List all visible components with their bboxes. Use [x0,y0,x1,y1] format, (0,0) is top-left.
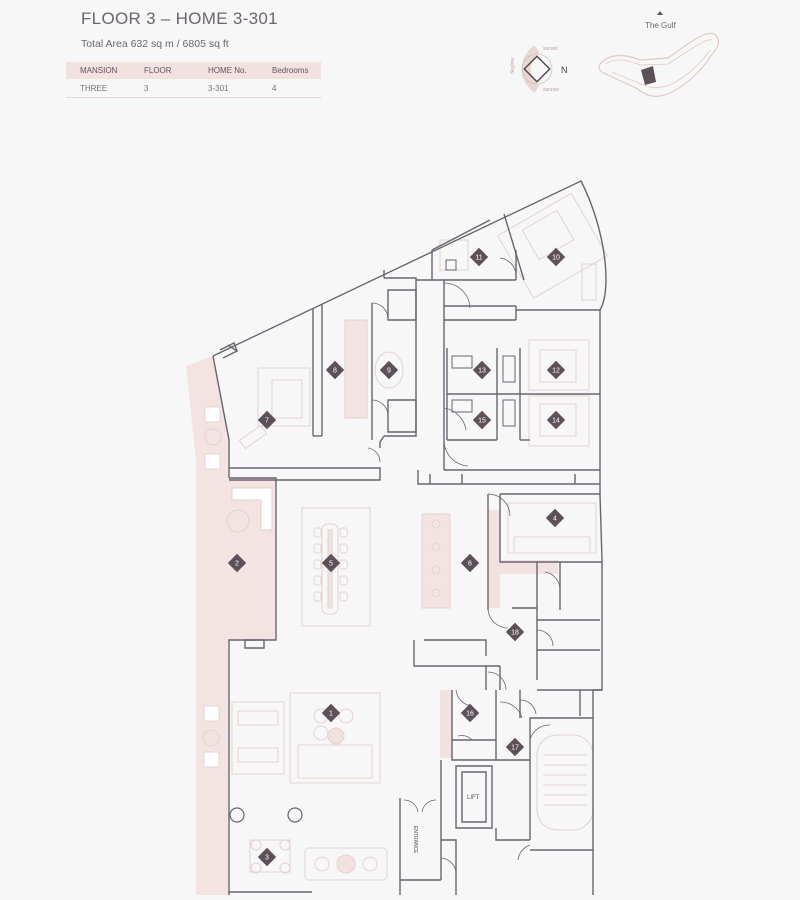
table-cell-floor: 3 [144,79,208,98]
total-area: Total Area 632 sq m / 6805 sq ft [81,38,229,50]
room-marker-number: 2 [235,561,239,568]
room-marker-diamond [257,410,277,430]
home-info-table: MANSION FLOOR HOME No. Bedrooms THREE 3 … [66,62,321,98]
key-plan: The Gulf [598,11,720,97]
room-marker-17: 17 [505,737,525,757]
table-cell-home-no: 3-301 [208,79,272,98]
room-marker-diamond [546,360,566,380]
column-header: FLOOR [144,62,208,79]
room-marker-diamond [257,847,277,867]
room-marker-number: 15 [478,418,486,425]
room-marker-6: 6 [460,553,480,573]
room-marker-11: 11 [469,247,489,267]
keyplan-highlight [641,66,656,85]
column-header: Bedrooms [272,62,321,79]
sunrise-label: sunrise [543,87,559,93]
room-marker-3: 3 [257,847,277,867]
table-cell-mansion: THREE [66,79,144,98]
page-title: FLOOR 3 – HOME 3-301 [81,9,278,28]
room-marker-4: 4 [545,508,565,528]
room-marker-number: 14 [552,418,560,425]
room-marker-diamond [546,410,566,430]
north-label: N [561,65,568,75]
room-marker-number: 8 [333,368,337,375]
room-marker-18: 18 [505,622,525,642]
room-marker-9: 9 [379,360,399,380]
room-marker-14: 14 [546,410,566,430]
keyplan-inner [611,49,711,88]
room-marker-diamond [325,360,345,380]
room-marker-7: 7 [257,410,277,430]
bath-fixtures [445,259,516,427]
gulf-label: The Gulf [645,21,676,30]
room-marker-diamond [460,553,480,573]
room-marker-number: 1 [329,711,333,718]
room-marker-13: 13 [472,360,492,380]
doors [229,257,561,873]
accent-panel [500,560,558,574]
room-marker-number: 6 [468,561,472,568]
room-marker-diamond [546,247,566,267]
column-header: HOME No. [208,62,272,79]
room-marker-10: 10 [546,247,566,267]
room-marker-diamond [545,508,565,528]
room-marker-number: 18 [511,630,519,637]
compass-ring [521,53,553,85]
room-marker-16: 16 [460,703,480,723]
keyplan-inner [605,39,713,66]
room-marker-number: 16 [466,711,474,718]
room-marker-diamond [472,410,492,430]
table-header-row: MANSION FLOOR HOME No. Bedrooms [66,62,321,79]
furniture [202,192,608,881]
room-marker-15: 15 [472,410,492,430]
room-marker-diamond [227,553,247,573]
room-marker-diamond [379,360,399,380]
room-marker-number: 4 [553,516,557,523]
keyplan-outline [598,32,720,97]
room-marker-1: 1 [321,703,341,723]
room-marker-diamond [460,703,480,723]
room-marker-number: 13 [478,368,486,375]
compass-diamond [523,55,551,83]
room-marker-number: 3 [265,855,269,862]
room-marker-8: 8 [325,360,345,380]
room-marker-number: 17 [511,745,519,752]
room-marker-number: 9 [387,368,391,375]
room-marker-diamond [321,703,341,723]
skyline-label: Skyline [510,58,516,74]
gulf-arrow-icon [657,11,663,15]
room-marker-number: 5 [329,561,333,568]
entrance-label: ENTRANCE [412,826,418,854]
column-header: MANSION [66,62,144,79]
room-marker-number: 11 [475,255,482,262]
room-marker-number: 10 [552,255,560,262]
room-marker-5: 5 [321,553,341,573]
table-cell-bedrooms: 4 [272,79,321,98]
lift-label: LIFT [467,795,480,801]
compass-arc [521,45,540,93]
accent-panel [440,690,452,758]
terrace-fill [186,356,276,640]
accent-panel [488,510,500,608]
table-row: THREE 3 3-301 4 [66,79,321,98]
room-marker-diamond [505,622,525,642]
room-marker-2: 2 [227,553,247,573]
walls [212,180,607,895]
compass: N sunset sunrise Skyline [510,45,568,93]
room-marker-number: 12 [552,368,560,375]
sunset-label: sunset [543,46,558,52]
room-marker-diamond [321,553,341,573]
room-marker-diamond [469,247,489,267]
room-marker-diamond [505,737,525,757]
room-marker-number: 7 [265,418,269,425]
room-marker-diamond [472,360,492,380]
room-marker-12: 12 [546,360,566,380]
